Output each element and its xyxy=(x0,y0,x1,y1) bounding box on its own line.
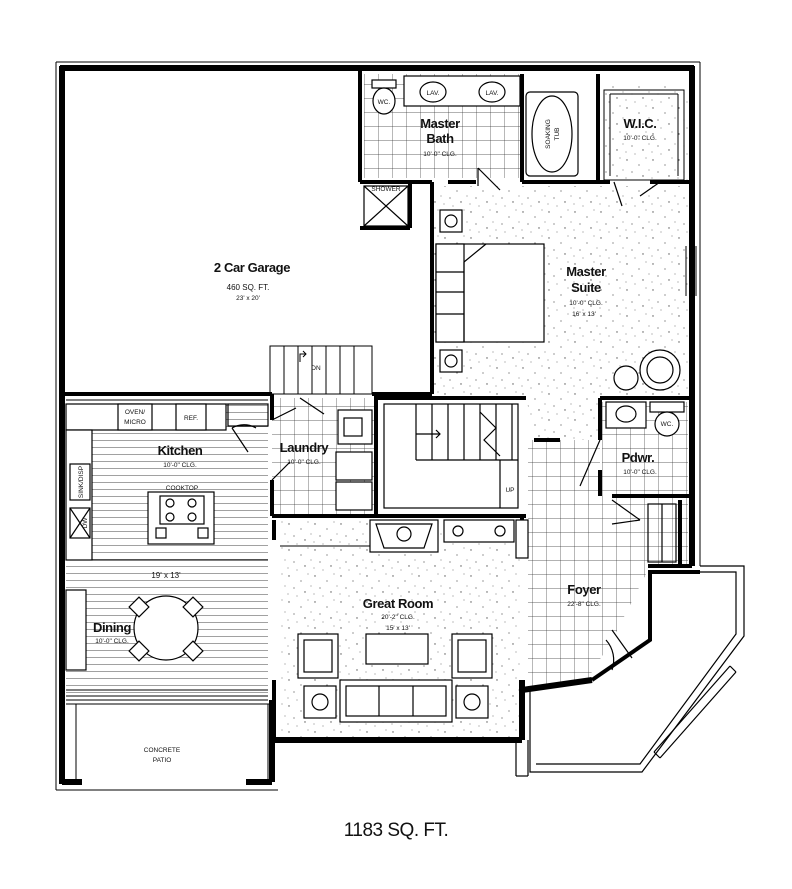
kitchen-size: 19' x 13' xyxy=(151,571,181,580)
powder-ceiling: 10'-0" CLG. xyxy=(623,469,657,476)
master-suite-ceiling: 10'-0" CLG. xyxy=(569,300,603,307)
wic-name: W.I.C. xyxy=(624,116,657,131)
foyer-floor xyxy=(528,440,688,690)
oven-micro-label-2: MICRO xyxy=(124,419,146,426)
master-suite-size: 16' x 13' xyxy=(572,311,596,318)
garage-name: 2 Car Garage xyxy=(214,260,290,275)
master-bath-name-2: Bath xyxy=(426,131,454,146)
great-room-size: 15' x 13' xyxy=(386,625,410,632)
soaking-tub-label-2: TUB xyxy=(554,128,561,141)
lav-label-left: LAV. xyxy=(426,90,439,97)
garage-area: 460 SQ. FT. xyxy=(227,283,270,292)
lav-label-right: LAV. xyxy=(485,90,498,97)
sink-disp-label: SINK/DISP xyxy=(78,466,85,498)
master-suite-name-2: Suite xyxy=(571,280,601,295)
patio-name-2: PATIO xyxy=(153,757,172,764)
great-room-ceiling: 20'-2" CLG. xyxy=(381,614,415,621)
wic-floor xyxy=(602,84,688,180)
master-suite-name-1: Master xyxy=(566,264,606,279)
master-wc-label: WC. xyxy=(378,99,391,106)
dw-label: DW xyxy=(82,517,89,529)
foyer-ceiling: 22'-8" CLG. xyxy=(567,601,601,608)
garage-size: 23' x 20' xyxy=(236,295,260,302)
shower-label: SHOWER xyxy=(371,186,401,193)
kitchen-ceiling: 10'-0" CLG. xyxy=(163,462,197,469)
ref-label: REF. xyxy=(184,415,198,422)
foyer-name: Foyer xyxy=(567,582,601,597)
dining-name: Dining xyxy=(93,620,131,635)
cooktop-label: COOKTOP xyxy=(166,485,198,492)
oven-micro-label-1: OVEN/ xyxy=(125,409,145,416)
soaking-tub-label-1: SOAKING xyxy=(545,119,552,149)
laundry-name: Laundry xyxy=(280,440,330,455)
total-area: 1183 SQ. FT. xyxy=(343,820,449,841)
stairs-down-label: DN xyxy=(311,365,321,372)
powder-name: Pdwr. xyxy=(622,450,655,465)
powder-wc-label: WC. xyxy=(661,421,674,428)
dining-ceiling: 10'-0" CLG. xyxy=(95,638,129,645)
master-bath-name-1: Master xyxy=(420,116,460,131)
master-bath-ceiling: 10'-0" CLG. xyxy=(423,151,457,158)
patio-name-1: CONCRETE xyxy=(144,747,181,754)
laundry-ceiling: 10'-0" CLG. xyxy=(287,459,321,466)
wic-ceiling: 10'-0" CLG. xyxy=(623,135,657,142)
stairs-up-label: UP xyxy=(505,487,514,494)
kitchen-name: Kitchen xyxy=(158,443,203,458)
great-room-name: Great Room xyxy=(363,596,433,611)
